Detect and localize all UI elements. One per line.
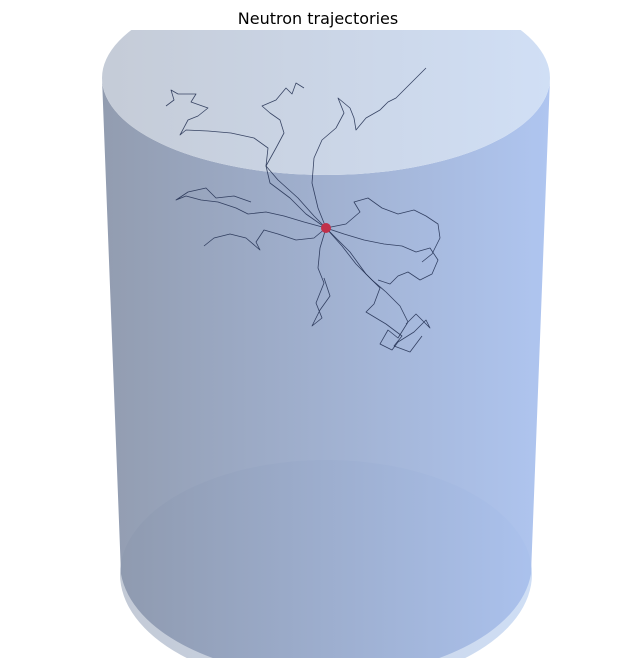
trajectory-1 <box>165 89 327 229</box>
cylinder-top-cap <box>102 30 550 175</box>
trajectory-10 <box>325 227 423 353</box>
trajectory-4 <box>175 187 327 229</box>
chart-title: Neutron trajectories <box>238 9 398 28</box>
trajectory-8 <box>325 197 441 263</box>
trajectory-6 <box>311 227 331 327</box>
trajectory-3 <box>311 67 427 229</box>
trajectory-paths <box>165 67 441 353</box>
trajectory-7 <box>325 227 439 285</box>
trajectory-2 <box>261 82 327 229</box>
cylinder-group <box>102 30 550 658</box>
cylinder-body <box>102 78 550 658</box>
neutron-source-point <box>321 223 331 233</box>
trajectory-5 <box>203 227 327 251</box>
